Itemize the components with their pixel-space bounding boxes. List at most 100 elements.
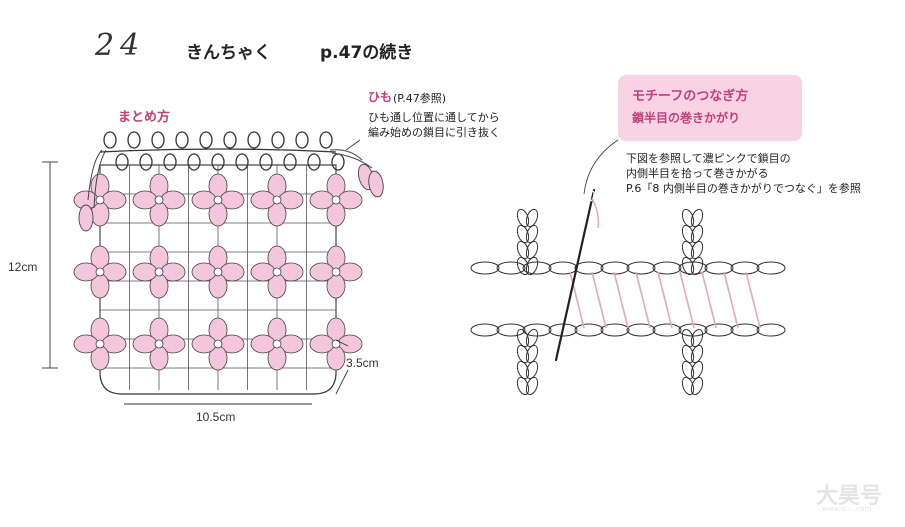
corner-dimension-label: 3.5cm (346, 356, 379, 370)
whip-stitch (745, 271, 761, 329)
flower-motif (132, 317, 186, 371)
chain-stitch (525, 224, 539, 244)
flower-center (154, 339, 164, 349)
height-dimension-line (42, 161, 58, 369)
flower-petal (250, 334, 276, 354)
chain-stitch (690, 224, 704, 244)
joining-diagram (470, 139, 786, 396)
flower-petal (73, 334, 99, 354)
flower-motif (309, 317, 363, 371)
flower-motif (191, 173, 245, 227)
drawstring-path (99, 148, 337, 153)
flower-petal (191, 190, 217, 210)
flower-center (331, 267, 341, 277)
flower-motif (250, 317, 304, 371)
chain-stitch (690, 344, 704, 364)
chain-stitch (690, 376, 704, 396)
drawstring-ring (139, 153, 153, 171)
drawstring-ring (163, 153, 177, 171)
flower-motif (250, 245, 304, 299)
chain-stitch (681, 256, 695, 276)
whip-stitch (591, 271, 607, 329)
chain-stitch (626, 261, 656, 275)
flower-motif (309, 173, 363, 227)
drawstring-ring (259, 153, 273, 171)
chain-stitch (704, 323, 734, 337)
chain-stitch (470, 323, 500, 337)
flower-petal (250, 190, 276, 210)
drawstring-ring (175, 131, 189, 149)
flower-petal (250, 262, 276, 282)
drawstring-ring (271, 131, 285, 149)
chain-stitch (574, 323, 604, 337)
watermark-logo: 大昊号 (816, 483, 883, 509)
needle-icon (554, 188, 600, 362)
drawstring-ring (211, 153, 225, 171)
assembly-section-label: まとめ方 (118, 110, 171, 125)
flower-center (154, 267, 164, 277)
chain-stitch (522, 261, 552, 275)
drawstring-ring (151, 131, 165, 149)
flower-motif (309, 245, 363, 299)
flower-petal (309, 262, 335, 282)
chain-stitch (690, 360, 704, 380)
flower-petal (132, 334, 158, 354)
chain-stitch (681, 328, 695, 348)
flower-petal (132, 262, 158, 282)
chain-stitch (756, 261, 786, 275)
watermark-url: www.d.....com (822, 505, 872, 513)
chain-stitch (525, 208, 539, 228)
chain-stitch (652, 323, 682, 337)
drawstring-ring (295, 131, 309, 149)
drawstring-ring (307, 153, 321, 171)
flower-motif (132, 173, 186, 227)
drawstring-ring (127, 131, 141, 149)
flower-center (95, 339, 105, 349)
page-reference: p.47の続き (320, 43, 414, 63)
chain-stitch (516, 360, 530, 380)
width-dimension-label: 10.5cm (196, 410, 236, 424)
flower-center (213, 195, 223, 205)
drawstring-ring (103, 131, 117, 149)
chain-stitch (626, 323, 656, 337)
chain-stitch (600, 323, 630, 337)
chain-stitch (548, 261, 578, 275)
string-note-line1: ひも通し位置に通してから (368, 111, 500, 124)
string-note-ref: (P.47参照) (393, 92, 446, 105)
flower-petal (309, 334, 335, 354)
chain-stitch (496, 261, 526, 275)
chain-stitch (681, 376, 695, 396)
flower-center (213, 267, 223, 277)
callout-subtitle: 鎖半目の巻きかがり (632, 111, 741, 125)
drawstring-ring (115, 153, 129, 171)
chain-stitch (525, 376, 539, 396)
flower-motif (191, 317, 245, 371)
string-tassel-right (357, 163, 384, 198)
chain-stitch (525, 344, 539, 364)
flower-center (272, 339, 282, 349)
drawstring-ring (187, 153, 201, 171)
flower-center (213, 339, 223, 349)
instruction-line1: 下図を参照して濃ピンクで鎖目の (626, 152, 791, 165)
chain-stitch (681, 224, 695, 244)
whip-stitch (613, 271, 629, 329)
whip-stitch (635, 271, 651, 329)
chain-stitch (516, 240, 530, 260)
chain-stitch (516, 208, 530, 228)
string-tassel-left (78, 204, 94, 232)
flower-motif (132, 245, 186, 299)
whip-stitch (679, 271, 695, 329)
flower-center (95, 267, 105, 277)
flower-motif (191, 245, 245, 299)
chain-stitch (470, 261, 500, 275)
flower-center (154, 195, 164, 205)
chain-stitch (522, 323, 552, 337)
chain-stitch (574, 261, 604, 275)
drawstring-ring (247, 131, 261, 149)
bag-diagram (42, 131, 384, 405)
chain-stitch (690, 208, 704, 228)
drawstring (87, 149, 373, 209)
chain-stitch (652, 261, 682, 275)
chain-stitch (690, 240, 704, 260)
